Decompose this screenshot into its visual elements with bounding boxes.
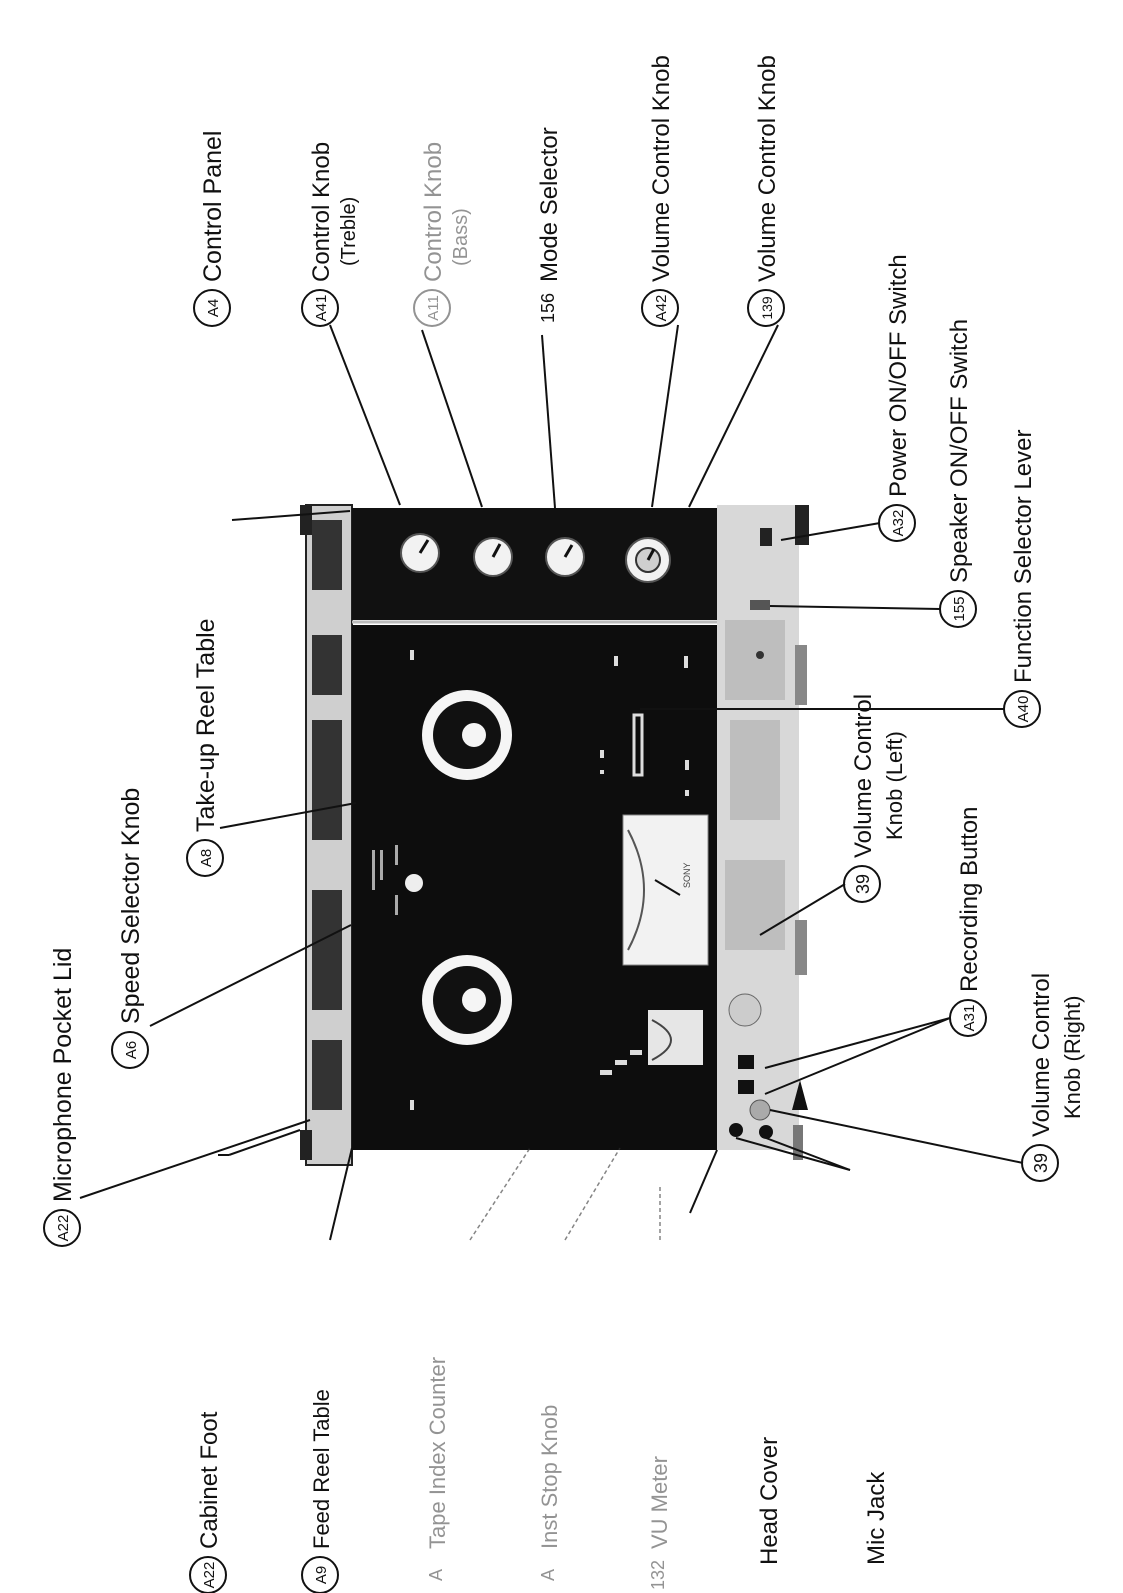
svg-text:Take-up Reel Table: Take-up Reel Table <box>192 618 220 832</box>
volume-left-knob[interactable] <box>728 993 762 1027</box>
rec-button-2[interactable] <box>738 1080 754 1094</box>
label-vu-meter: 132 VU Meter <box>647 1456 672 1590</box>
label-inst-stop-knob: A Inst Stop Knob <box>537 1405 562 1581</box>
svg-text:(Treble): (Treble) <box>338 197 360 266</box>
svg-text:Feed Reel Table: Feed Reel Table <box>309 1389 334 1549</box>
svg-text:A22: A22 <box>201 1562 218 1589</box>
label-mic-jack: Mic Jack <box>863 1471 890 1565</box>
label-microphone-pocket-lid: A22 Microphone Pocket Lid <box>43 948 81 1247</box>
svg-text:Control Knob: Control Knob <box>420 142 447 282</box>
svg-text:Inst Stop Knob: Inst Stop Knob <box>537 1405 562 1549</box>
tape-recorder-photo: SONY <box>300 504 809 1166</box>
svg-text:Cabinet Foot: Cabinet Foot <box>196 1411 223 1549</box>
mic-jack-1[interactable] <box>729 1123 743 1137</box>
svg-text:A31: A31 <box>961 1005 978 1032</box>
svg-text:(Bass): (Bass) <box>450 208 472 266</box>
label-volume-control-left: 39 Volume Control Knob (Left) <box>843 694 907 903</box>
svg-text:Volume Control: Volume Control <box>1028 973 1055 1137</box>
control-knobs <box>400 533 671 583</box>
svg-text:A22: A22 <box>55 1215 72 1242</box>
svg-text:A4: A4 <box>205 299 222 317</box>
svg-text:Tape Index Counter: Tape Index Counter <box>425 1357 450 1549</box>
svg-text:Recording Button: Recording Button <box>956 807 983 992</box>
svg-text:132: 132 <box>648 1560 668 1590</box>
svg-text:Volume Control Knob: Volume Control Knob <box>754 55 781 282</box>
label-head-cover: Head Cover <box>756 1437 783 1565</box>
label-volume-control-knob-a42: A42 Volume Control Knob <box>641 55 679 327</box>
label-control-panel: A4 Control Panel <box>193 131 231 327</box>
label-recording-button: A31 Recording Button <box>949 807 987 1037</box>
speed-selector-dial[interactable] <box>405 874 423 892</box>
label-speaker-switch: 155 Speaker ON/OFF Switch <box>939 319 977 628</box>
svg-text:A8: A8 <box>198 849 215 867</box>
svg-text:A6: A6 <box>123 1041 140 1059</box>
front-panel-strip <box>717 505 799 1150</box>
mic-jack-2[interactable] <box>759 1125 773 1139</box>
svg-text:Volume Control: Volume Control <box>850 694 877 858</box>
label-take-up-reel-table: A8 Take-up Reel Table <box>186 618 224 877</box>
svg-text:Power ON/OFF Switch: Power ON/OFF Switch <box>885 254 912 497</box>
leader-lines <box>79 324 1024 1241</box>
svg-text:Function Selector Lever: Function Selector Lever <box>1010 430 1037 683</box>
svg-text:A32: A32 <box>890 510 907 537</box>
label-power-switch: A32 Power ON/OFF Switch <box>878 254 916 542</box>
svg-text:Knob (Left): Knob (Left) <box>882 731 907 840</box>
rec-button-1[interactable] <box>738 1055 754 1069</box>
head-slot <box>632 713 644 777</box>
brand-logo: SONY <box>682 862 692 888</box>
label-speed-selector-knob: A6 Speed Selector Knob <box>111 788 149 1069</box>
label-volume-control-knob-139: 139 Volume Control Knob <box>747 55 785 327</box>
label-control-knob-bass: A11 Control Knob (Bass) <box>413 142 472 327</box>
svg-text:Microphone Pocket Lid: Microphone Pocket Lid <box>49 948 77 1202</box>
speaker-switch-body[interactable] <box>750 600 770 610</box>
leader-lines-faint <box>469 1147 661 1241</box>
power-switch-body[interactable] <box>760 528 772 546</box>
svg-text:139: 139 <box>759 296 775 320</box>
svg-text:A: A <box>538 1569 558 1581</box>
svg-text:39: 39 <box>1031 1153 1051 1173</box>
svg-text:Speed Selector Knob: Speed Selector Knob <box>117 788 145 1024</box>
svg-text:Speaker ON/OFF Switch: Speaker ON/OFF Switch <box>946 319 973 583</box>
svg-text:Mode Selector: Mode Selector <box>536 127 563 282</box>
svg-text:39: 39 <box>853 874 873 894</box>
svg-text:Control Knob: Control Knob <box>308 142 335 282</box>
feed-reel <box>422 955 512 1045</box>
volume-right-knob[interactable] <box>749 1099 771 1121</box>
svg-text:155: 155 <box>951 596 968 621</box>
label-feed-reel-table: A9 Feed Reel Table <box>301 1389 339 1593</box>
svg-text:A11: A11 <box>425 295 442 321</box>
svg-text:156: 156 <box>538 293 558 323</box>
label-control-knob-treble: A41 Control Knob (Treble) <box>301 142 360 327</box>
svg-text:A9: A9 <box>313 1566 330 1584</box>
label-volume-control-right: 39 Volume Control Knob (Right) <box>1021 973 1085 1182</box>
svg-text:A42: A42 <box>653 295 670 322</box>
svg-text:A: A <box>426 1569 446 1581</box>
label-cabinet-foot: A22 Cabinet Foot <box>189 1411 227 1593</box>
vu-meter-window <box>622 814 709 966</box>
svg-text:A40: A40 <box>1015 696 1032 723</box>
label-mode-selector: 156 Mode Selector <box>536 127 563 323</box>
svg-text:Mic Jack: Mic Jack <box>863 1471 890 1565</box>
svg-text:VU Meter: VU Meter <box>647 1456 672 1549</box>
take-up-reel <box>422 690 512 780</box>
svg-text:Head Cover: Head Cover <box>756 1437 783 1565</box>
svg-text:Control Panel: Control Panel <box>199 131 227 282</box>
function-lever-slot[interactable] <box>795 645 807 705</box>
label-tape-index-counter: A Tape Index Counter <box>425 1357 450 1581</box>
svg-text:A41: A41 <box>313 295 330 322</box>
label-function-selector-lever: A40 Function Selector Lever <box>1003 430 1041 728</box>
svg-text:Volume Control Knob: Volume Control Knob <box>648 55 675 282</box>
svg-text:Knob (Right): Knob (Right) <box>1060 995 1085 1119</box>
